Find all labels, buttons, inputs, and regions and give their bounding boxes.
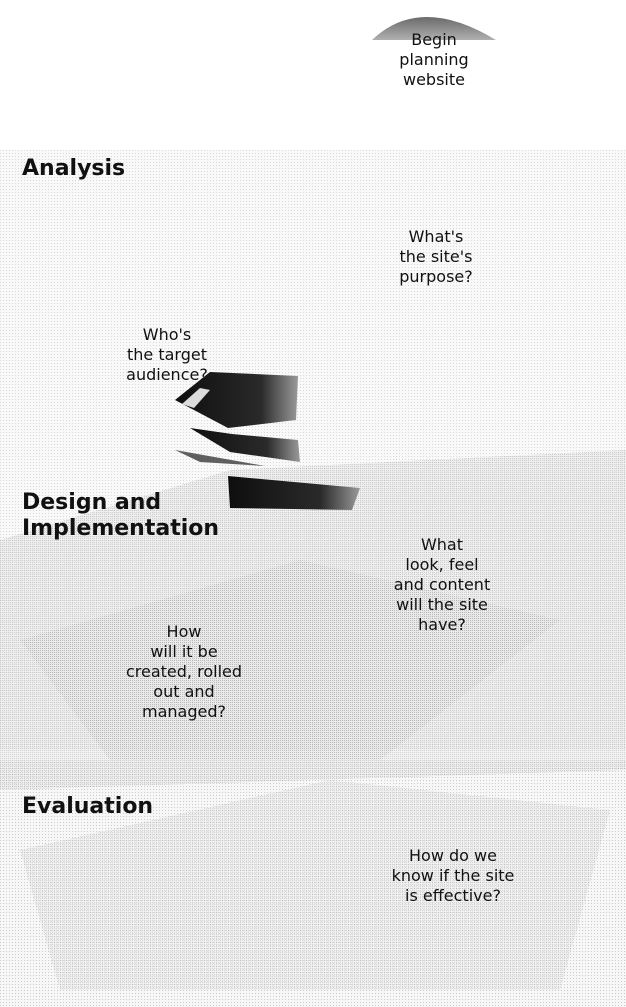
ribbon-middle <box>190 428 300 462</box>
ribbon-lower <box>228 476 360 510</box>
phase-evaluation-title: Evaluation <box>22 794 154 819</box>
ribbon-thin <box>175 450 265 466</box>
question-site-purpose: What's the site's purpose? <box>399 227 473 286</box>
ribbon-highlight <box>182 388 210 408</box>
design-lower-shape <box>20 560 560 760</box>
phase-design-title: Design and Implementation <box>22 490 220 541</box>
start-label: Begin planning website <box>399 30 469 89</box>
question-target-audience: Who's the target audience? <box>126 325 208 384</box>
start-dome-shape <box>372 17 496 40</box>
evaluation-shape <box>20 780 610 990</box>
question-look-feel: What look, feel and content will the sit… <box>393 535 491 634</box>
phase-analysis-title: Analysis <box>22 156 126 181</box>
ribbon-upper <box>175 372 298 428</box>
question-site-effective: How do we know if the site is effective? <box>391 846 515 905</box>
question-how-created: How will it be created, rolled out and m… <box>125 622 243 721</box>
